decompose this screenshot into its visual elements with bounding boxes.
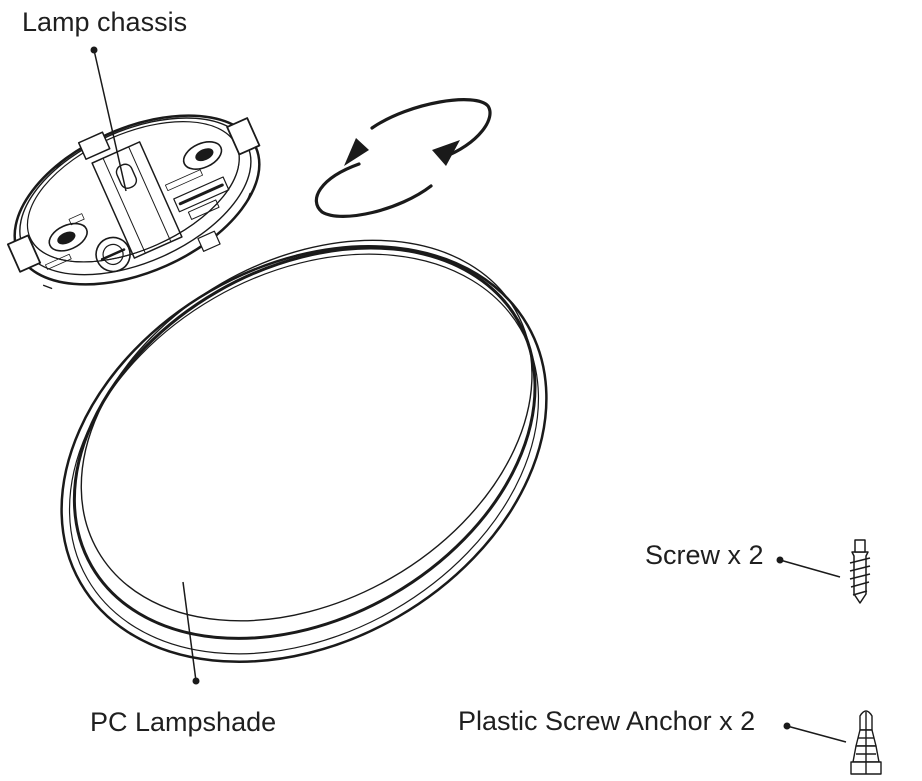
lamp-chassis-leader bbox=[93, 49, 127, 192]
lamp-chassis-drawing bbox=[6, 114, 261, 290]
plastic-anchor-icon bbox=[850, 710, 882, 775]
screw-icon bbox=[849, 539, 871, 604]
pc-lampshade-leader bbox=[182, 581, 197, 682]
anchor-leader bbox=[786, 725, 847, 743]
screw-label: Screw x 2 bbox=[645, 540, 764, 570]
plastic-screw-anchor-label: Plastic Screw Anchor x 2 bbox=[458, 706, 756, 736]
pc-lampshade-dot bbox=[192, 677, 200, 685]
lamp-chassis-dot bbox=[90, 46, 98, 54]
screw-leader bbox=[779, 559, 841, 578]
rotation-arrows-icon bbox=[314, 98, 492, 218]
screw-dot bbox=[776, 556, 784, 564]
lamp-chassis-label: Lamp chassis bbox=[22, 7, 188, 37]
anchor-dot bbox=[783, 722, 791, 730]
lampshade-drawing bbox=[60, 239, 548, 663]
pc-lampshade-label: PC Lampshade bbox=[90, 707, 277, 737]
